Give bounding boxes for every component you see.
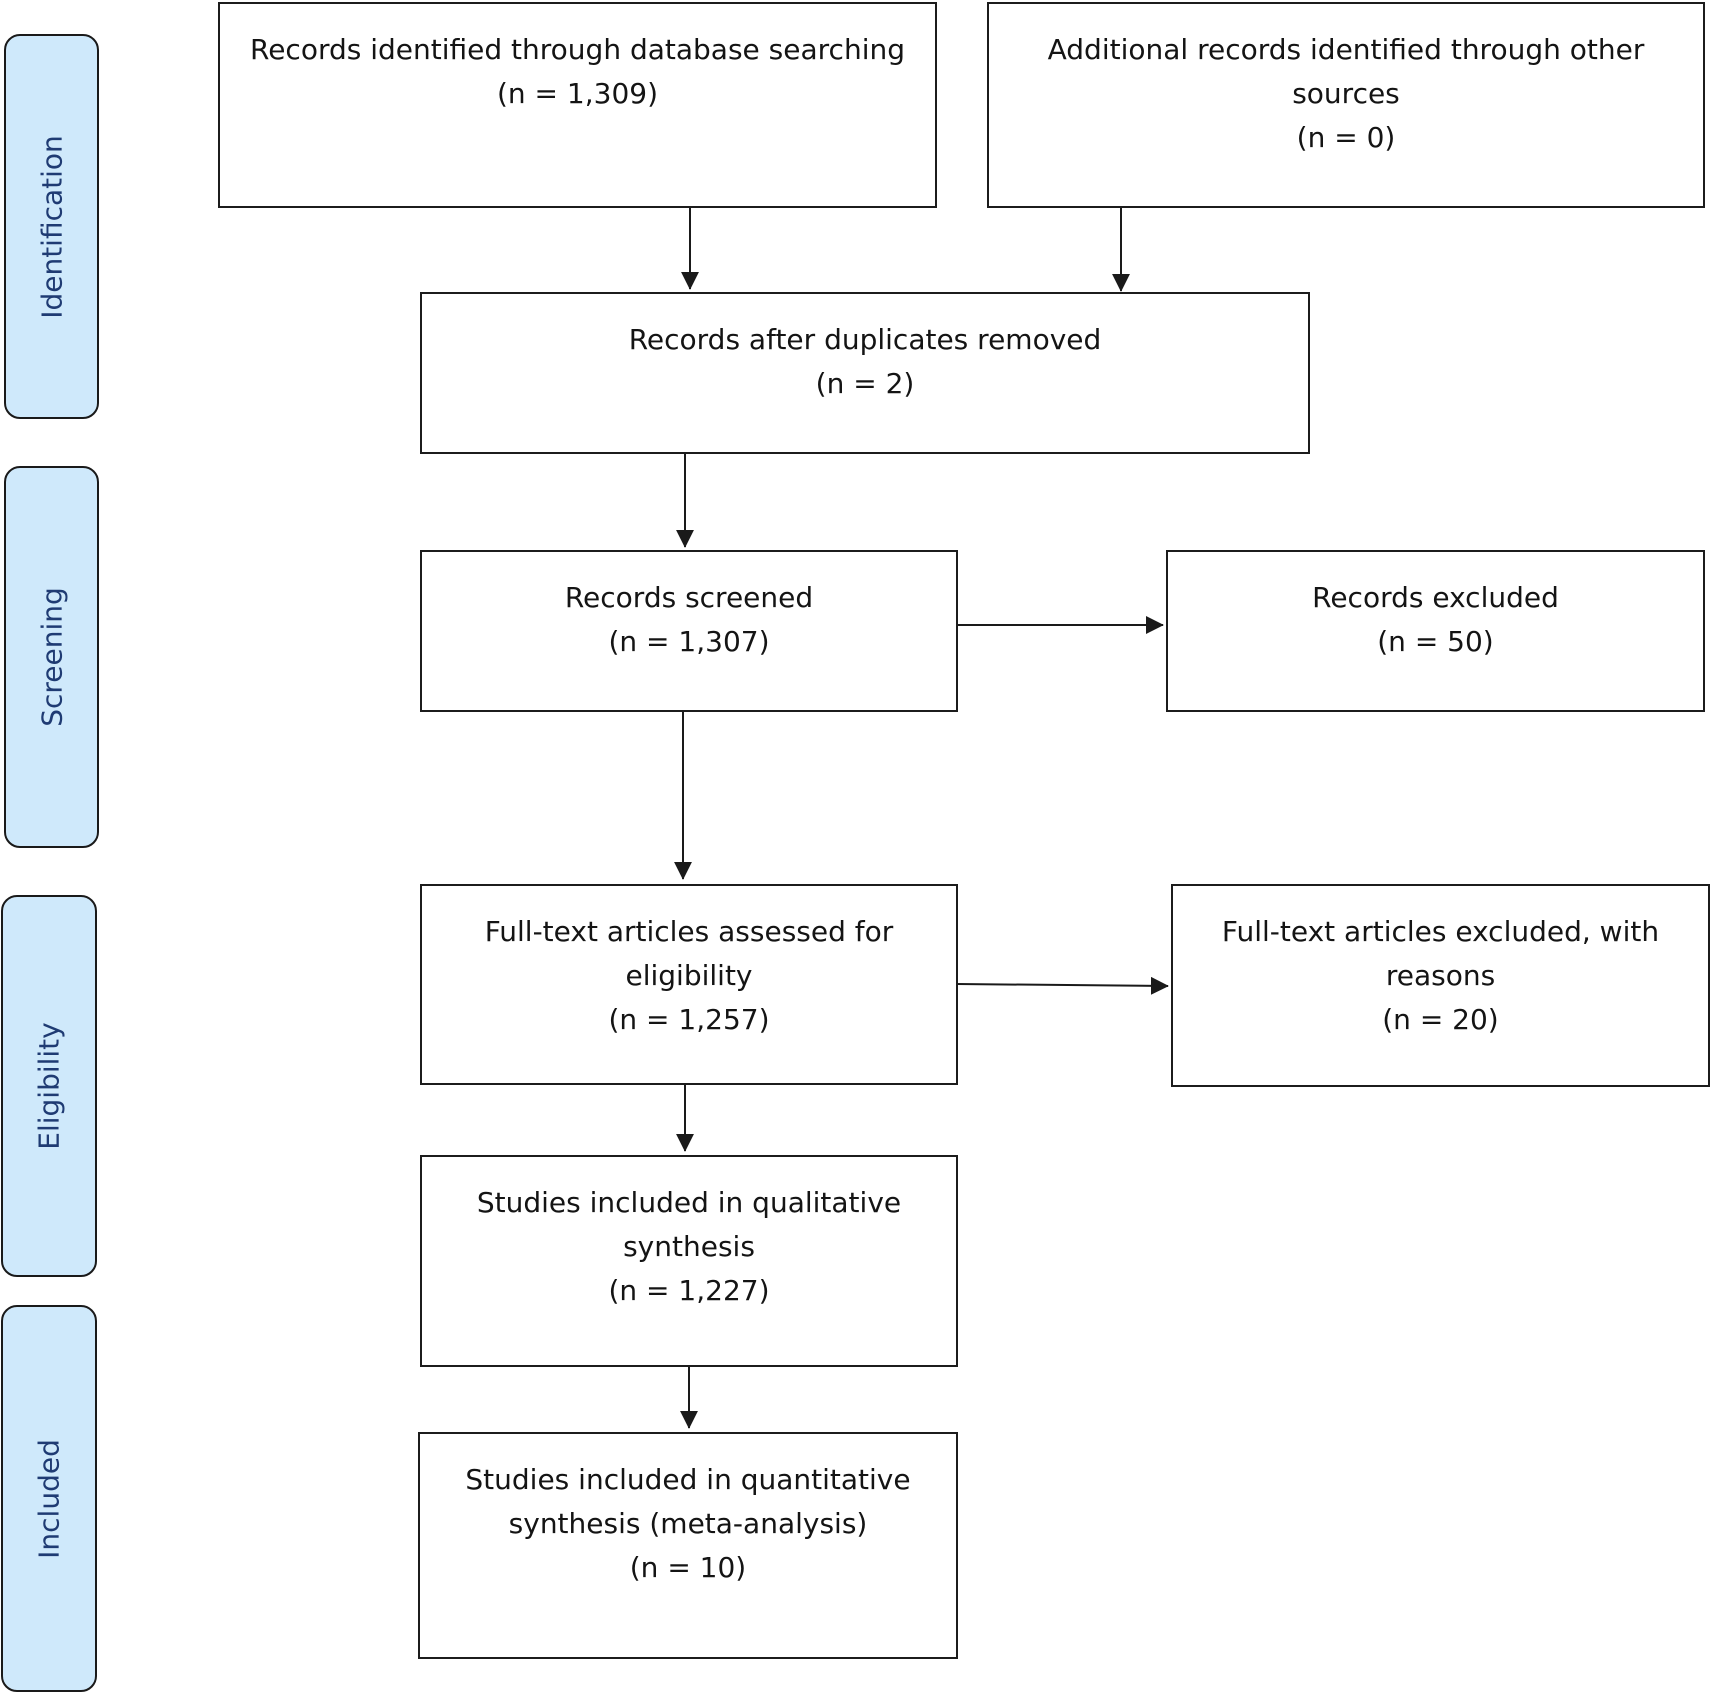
box-fulltext-assessed-line-2: eligibility	[625, 959, 753, 992]
box-database-search-line-2: (n = 1,309)	[496, 77, 658, 110]
box-other-sources-line-1: Additional records identified through ot…	[1047, 33, 1645, 66]
box-quantitative-synthesis-line-3: (n = 10)	[629, 1551, 747, 1584]
box-quantitative-synthesis-line-2: synthesis (meta-analysis)	[508, 1507, 868, 1540]
box-database-search-line-1: Records identified through database sear…	[250, 33, 905, 66]
box-other-sources: Additional records identified through ot…	[987, 2, 1705, 208]
box-qualitative-synthesis: Studies included in qualitative synthesi…	[420, 1155, 958, 1367]
box-other-sources-line-2: sources	[1292, 77, 1400, 110]
phase-eligibility: Eligibility	[1, 895, 97, 1277]
box-records-screened-line-2: (n = 1,307)	[608, 625, 770, 658]
phase-eligibility-label: Eligibility	[32, 1022, 66, 1150]
box-database-search: Records identified through database sear…	[218, 2, 937, 208]
box-fulltext-assessed-line-1: Full-text articles assessed for	[484, 915, 894, 948]
box-qualitative-synthesis-line-3: (n = 1,227)	[608, 1274, 770, 1307]
phase-identification: Identification	[4, 34, 99, 419]
box-records-screened: Records screened (n = 1,307)	[420, 550, 958, 712]
box-fulltext-assessed-line-3: (n = 1,257)	[608, 1003, 770, 1036]
box-quantitative-synthesis-line-1: Studies included in quantitative	[465, 1463, 911, 1496]
phase-included: Included	[1, 1305, 97, 1692]
box-duplicates-removed-line-1: Records after duplicates removed	[628, 323, 1102, 356]
box-fulltext-excluded-line-2: reasons	[1385, 959, 1496, 992]
phase-screening: Screening	[4, 466, 99, 848]
box-records-excluded: Records excluded (n = 50)	[1166, 550, 1705, 712]
box-records-excluded-line-1: Records excluded	[1312, 581, 1559, 614]
box-fulltext-excluded-line-3: (n = 20)	[1382, 1003, 1499, 1036]
box-duplicates-removed: Records after duplicates removed (n = 2)	[420, 292, 1310, 454]
phase-screening-label: Screening	[35, 587, 68, 727]
box-qualitative-synthesis-line-1: Studies included in qualitative	[476, 1186, 902, 1219]
box-other-sources-line-3: (n = 0)	[1296, 121, 1396, 154]
box-records-excluded-line-2: (n = 50)	[1377, 625, 1494, 658]
box-fulltext-excluded-line-1: Full-text articles excluded, with	[1221, 915, 1660, 948]
box-quantitative-synthesis: Studies included in quantitative synthes…	[418, 1432, 958, 1659]
box-records-screened-line-1: Records screened	[564, 581, 814, 614]
box-fulltext-assessed: Full-text articles assessed for eligibil…	[420, 884, 958, 1085]
phase-identification-label: Identification	[35, 134, 68, 319]
box-fulltext-excluded: Full-text articles excluded, with reason…	[1171, 884, 1710, 1087]
box-qualitative-synthesis-line-2: synthesis	[623, 1230, 755, 1263]
phase-included-label: Included	[32, 1438, 66, 1559]
arrow-fulltext-to-excluded	[956, 976, 1169, 995]
box-duplicates-removed-line-2: (n = 2)	[815, 367, 915, 400]
